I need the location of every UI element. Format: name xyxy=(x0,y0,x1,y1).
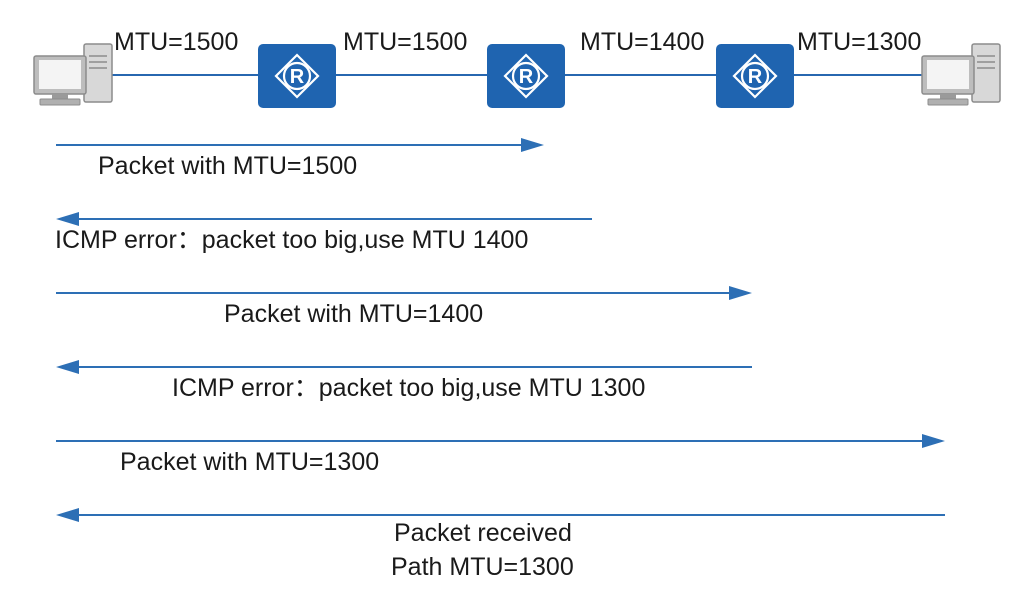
computer-icon xyxy=(921,43,1001,106)
message-label: ICMP error：packet too big,use MTU 1300 xyxy=(172,374,645,402)
message-label: Packet with MTU=1400 xyxy=(224,300,483,328)
arrow-head-left xyxy=(56,212,79,226)
router-icon: R xyxy=(258,44,336,108)
router-glyph: R xyxy=(290,66,305,88)
router-icon: R xyxy=(716,44,794,108)
arrow-head-right xyxy=(922,434,945,448)
computer-icon xyxy=(33,43,113,106)
arrow-head-left xyxy=(56,508,79,522)
message-label-line2: Path MTU=1300 xyxy=(391,553,574,581)
message-label: ICMP error：packet too big,use MTU 1400 xyxy=(55,226,528,254)
link-mtu-label: MTU=1400 xyxy=(580,28,704,56)
router-icon: R xyxy=(487,44,565,108)
arrow-head-right xyxy=(521,138,544,152)
message-label-line1: Packet received xyxy=(394,519,572,547)
link-mtu-label: MTU=1300 xyxy=(797,28,921,56)
message-label: Packet with MTU=1300 xyxy=(120,448,379,476)
message-label: Packet with MTU=1500 xyxy=(98,152,357,180)
router-glyph: R xyxy=(519,66,534,88)
arrow-head-left xyxy=(56,360,79,374)
router-glyph: R xyxy=(748,66,763,88)
link-mtu-label: MTU=1500 xyxy=(343,28,467,56)
link-mtu-label: MTU=1500 xyxy=(114,28,238,56)
arrow-head-right xyxy=(729,286,752,300)
